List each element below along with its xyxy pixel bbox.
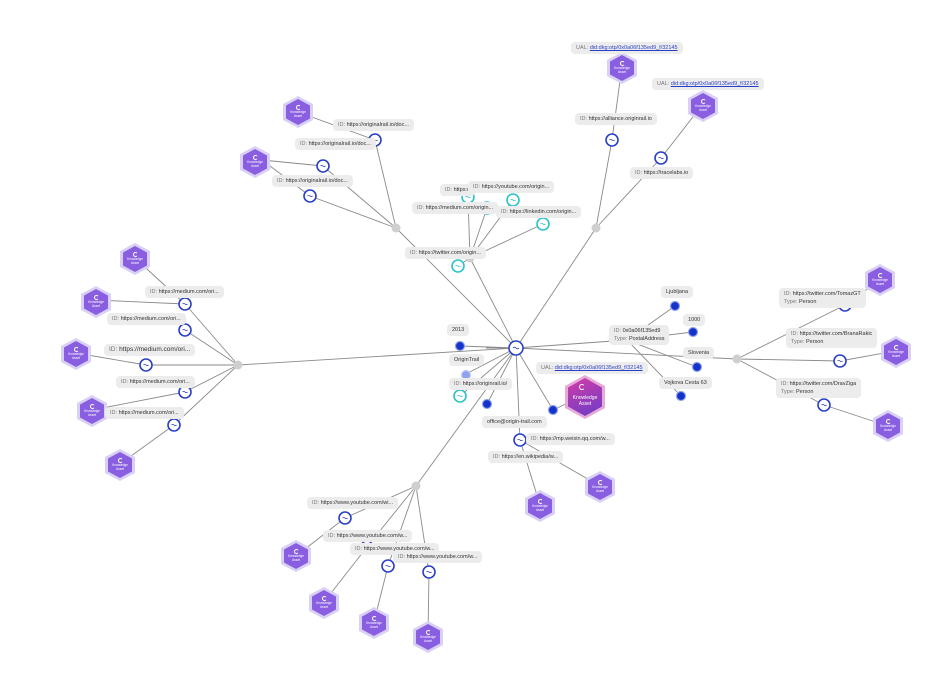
node-id-label: ID: https://twitter.com/origin...	[405, 247, 486, 259]
node-id-label: ID: https://youtube.com/origin...	[468, 181, 555, 193]
graph-edges	[75, 65, 896, 637]
node-id-label: ID: https://medium.com/ori...	[116, 376, 195, 388]
node-id-label: ID: https://en.wikipedia/w...	[488, 451, 564, 463]
node-id-label: ID: https://www.youtube.com/w...	[393, 551, 483, 563]
asset-ring-icon	[619, 61, 625, 67]
asset-ring-icon	[117, 458, 123, 464]
node-id-label: ID: https://tracelabs.io	[630, 167, 694, 179]
node-id-label: ID: https://www.youtube.com/wi...	[307, 497, 399, 509]
graph-link-nodes	[139, 133, 852, 579]
asset-ring-icon	[537, 499, 543, 505]
node-id-label: ID: https://medium.com/ori...	[107, 313, 186, 325]
asset-ring-icon	[73, 347, 79, 353]
asset-ring-icon	[597, 480, 603, 486]
asset-ring-icon	[877, 273, 883, 279]
knowledge-asset-node[interactable]: Knowledge Asset	[309, 587, 339, 619]
value-label-name: OriginTrail	[449, 354, 485, 366]
central-knowledge-asset[interactable]: Knowledge Asset	[565, 375, 605, 419]
value-label-year: 2013	[447, 324, 470, 336]
knowledge-asset-node[interactable]: Knowledge Asset	[413, 621, 443, 653]
knowledge-asset-node[interactable]: Knowledge Asset	[607, 52, 637, 84]
asset-ring-icon	[885, 419, 891, 425]
knowledge-asset-node[interactable]: Knowledge Asset	[881, 336, 911, 368]
node-id-label: ID: https://www.youtube.com/w...	[323, 530, 413, 542]
ual-label[interactable]: UAL: did:dkg:otp/0x0a06f135ed9_f/32145	[652, 78, 764, 90]
asset-ring-icon	[295, 105, 301, 111]
asset-ring-icon	[321, 596, 327, 602]
node-id-label: ID: https://alliance.originrail.io	[575, 113, 657, 125]
knowledge-asset-node[interactable]: Knowledge Asset	[61, 338, 91, 370]
asset-ring-icon	[425, 630, 431, 636]
asset-ring-icon	[89, 404, 95, 410]
value-label-country: Slovenia	[683, 347, 715, 359]
node-id-label: ID: https://originalrail.io/doc...	[295, 138, 376, 150]
ual-label[interactable]: UAL: did:dkg:otp/0x0a06f135ed9_f/32145	[536, 362, 648, 374]
asset-ring-icon	[579, 384, 585, 390]
node-id-label: ID: https://medium.com/ori...	[104, 344, 196, 356]
node-id-label: ID: https://medium.com/ori...	[105, 407, 184, 419]
asset-ring-icon	[252, 155, 258, 161]
node-id-label: ID: https://originalrail.io/doc...	[333, 119, 414, 131]
knowledge-asset-node[interactable]: Knowledge Asset	[283, 96, 313, 128]
asset-ring-icon	[93, 295, 99, 301]
node-id-label: ID: https://originrail.io/	[449, 378, 513, 390]
node-id-label: ID: https://	[440, 184, 476, 196]
value-label-zip: 1000	[683, 314, 706, 326]
node-id-label: ID: https://mp.weixin.qq.com/w...	[526, 433, 615, 445]
asset-ring-icon	[293, 549, 299, 555]
value-label-city: Ljubljana	[661, 286, 694, 298]
ual-label[interactable]: UAL: did:dkg:otp/0x0a06f135ed9_f/32145	[571, 42, 683, 54]
knowledge-asset-node[interactable]: Knowledge Asset	[865, 264, 895, 296]
value-label-street: Vojkova Cesta 63	[659, 377, 712, 389]
knowledge-asset-node[interactable]: Knowledge Asset	[120, 243, 150, 275]
knowledge-asset-node[interactable]: Knowledge Asset	[81, 286, 111, 318]
knowledge-asset-node[interactable]: Knowledge Asset	[585, 471, 615, 503]
knowledge-asset-node[interactable]: Knowledge Asset	[525, 490, 555, 522]
knowledge-asset-node[interactable]: Knowledge Asset	[688, 90, 718, 122]
node-id-label: ID: https://linkedin.com/origin...	[496, 206, 582, 218]
knowledge-asset-node[interactable]: Knowledge Asset	[240, 146, 270, 178]
knowledge-asset-node[interactable]: Knowledge Asset	[281, 540, 311, 572]
knowledge-asset-node[interactable]: Knowledge Asset	[359, 607, 389, 639]
graph-value-nodes	[454, 300, 703, 416]
knowledge-asset-node[interactable]: Knowledge Asset	[77, 395, 107, 427]
asset-ring-icon	[893, 345, 899, 351]
value-label-email: office@origin-trail.com	[482, 416, 547, 428]
knowledge-asset-node[interactable]: Knowledge Asset	[105, 449, 135, 481]
asset-ring-icon	[700, 99, 706, 105]
knowledge-asset-node[interactable]: Knowledge Asset	[873, 410, 903, 442]
node-id-label: ID: https://medium.com/ori...	[145, 286, 224, 298]
asset-ring-icon	[132, 252, 138, 258]
node-id-label: ID: https://medium.com/origin...	[412, 202, 499, 214]
graph-hubs	[233, 223, 742, 491]
asset-ring-icon	[371, 616, 377, 622]
node-id-label: ID: https://originalrail.io/doc...	[272, 175, 353, 187]
